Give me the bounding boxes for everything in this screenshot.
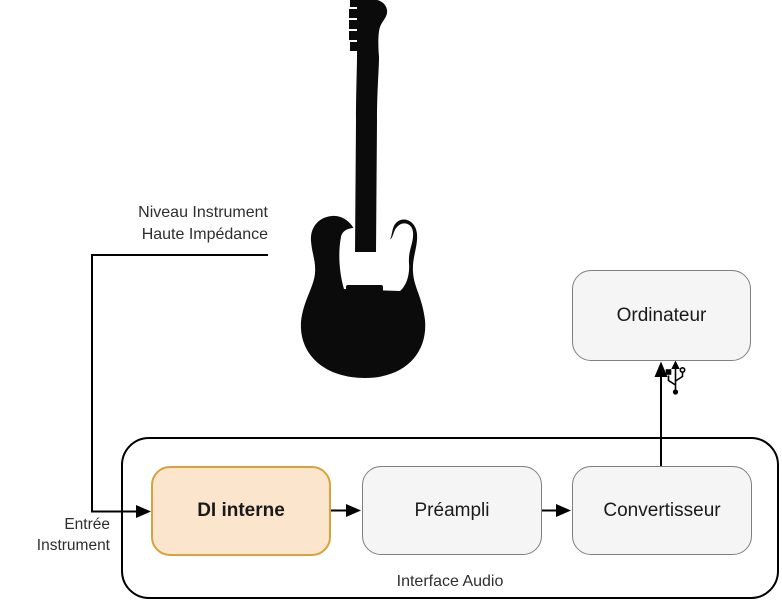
guitar-pickguard-path <box>339 223 414 291</box>
node-preampli-label: Préampli <box>414 499 490 521</box>
guitar-bridge-path <box>346 285 383 296</box>
node-ordinateur: Ordinateur <box>572 270 751 361</box>
node-di-interne: DI interne <box>151 466 331 556</box>
interface-audio-label: Interface Audio <box>396 573 504 590</box>
guitar-neck-path <box>349 0 388 252</box>
instrument-input-line2: Instrument <box>36 537 110 554</box>
node-convertisseur: Convertisseur <box>572 466 752 555</box>
signal-level-line2: Haute Impédance <box>141 226 268 243</box>
interface-audio-container <box>121 437 779 599</box>
signal-level-label: Niveau Instrument Haute Impédance <box>88 202 268 246</box>
node-di-interne-label: DI interne <box>197 500 285 521</box>
guitar-body-path <box>300 215 426 378</box>
signal-level-line1: Niveau Instrument <box>138 204 268 221</box>
usb-icon <box>665 360 686 395</box>
instrument-input-line1: Entrée <box>64 516 110 533</box>
electric-guitar-icon <box>300 0 426 378</box>
instrument-input-label: Entrée Instrument <box>10 514 110 556</box>
node-convertisseur-label: Convertisseur <box>603 499 721 521</box>
node-preampli: Préampli <box>362 466 542 555</box>
ordinateur-arrowhead <box>654 361 668 377</box>
node-ordinateur-label: Ordinateur <box>616 304 707 326</box>
